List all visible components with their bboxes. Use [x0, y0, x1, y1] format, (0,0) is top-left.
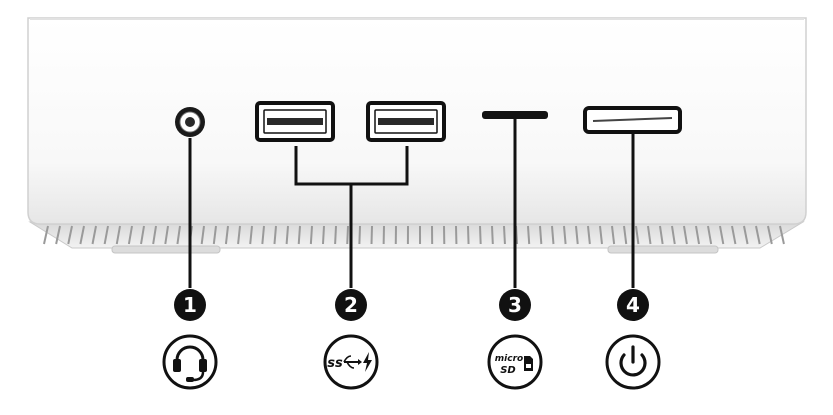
device-foot-right: [607, 245, 719, 254]
callout-4: 4: [605, 289, 661, 390]
vent-slot: [635, 225, 640, 245]
callout-number-3: 3: [508, 293, 522, 317]
power-icon: [605, 334, 661, 390]
vent-slot: [43, 225, 49, 245]
callout-1: 1: [162, 289, 218, 390]
vent-slot: [309, 225, 313, 245]
callout-number-4: 4: [626, 293, 640, 317]
vent-slot: [683, 225, 688, 245]
audio-jack-port: [175, 107, 205, 137]
usb-icon-text: ss: [327, 356, 343, 371]
vent-slot: [503, 225, 506, 245]
vent-slot: [479, 225, 482, 245]
headset-icon: [162, 334, 218, 390]
vent-slot: [346, 225, 349, 245]
vent-slot: [527, 225, 531, 245]
vent-slot: [67, 225, 73, 245]
vent-slot: [176, 225, 181, 245]
microsd-card-icon: micro SD: [487, 334, 543, 390]
callout-number-1: 1: [183, 293, 197, 317]
microsd-icon-text-bottom: SD: [500, 365, 516, 376]
vent-slot: [767, 225, 773, 245]
vent-slot: [599, 225, 603, 245]
callout-number-2: 2: [344, 293, 358, 317]
vent-slot: [212, 225, 217, 245]
vent-slot: [671, 225, 676, 245]
vent-slot: [91, 225, 97, 245]
usb-port-right: [366, 101, 446, 142]
vent-slot: [719, 225, 725, 245]
vent-slot: [55, 225, 61, 245]
device-vent-base: [28, 221, 805, 249]
vent-slot: [575, 225, 579, 245]
callout-badge-1: [174, 289, 206, 321]
vent-slots: [43, 225, 785, 245]
usb-superspeed-charging-icon: ss: [323, 334, 379, 390]
vent-slot: [743, 225, 749, 245]
vent-slot: [539, 225, 543, 245]
vent-slot: [779, 225, 785, 245]
vent-slot: [261, 225, 265, 245]
vent-slot: [249, 225, 253, 245]
microsd-icon-text-top: micro: [495, 354, 523, 364]
vent-slot: [707, 225, 713, 245]
vent-slot: [237, 225, 241, 245]
callout-2: 2 ss: [323, 289, 379, 390]
vent-slot: [140, 225, 145, 245]
vent-slot: [297, 225, 301, 245]
vent-slot: [563, 225, 567, 245]
callout-badge-3: [499, 289, 531, 321]
vent-slot: [152, 225, 157, 245]
callout-3: 3 micro SD: [487, 289, 543, 390]
vent-slot: [731, 225, 737, 245]
vent-slot: [587, 225, 591, 245]
vent-slot: [659, 225, 664, 245]
power-button: [583, 106, 682, 134]
callout-badge-2: [335, 289, 367, 321]
vent-slot: [200, 225, 205, 245]
vent-slot: [358, 225, 361, 245]
vent-slot: [647, 225, 652, 245]
vent-slot: [623, 225, 628, 245]
vent-slot: [103, 225, 109, 245]
device-foot-left: [111, 245, 221, 254]
vent-slot: [127, 225, 133, 245]
usb-port-left: [255, 101, 335, 142]
vent-slot: [285, 225, 289, 245]
vent-slot: [321, 225, 325, 245]
vent-slot: [755, 225, 761, 245]
microsd-slot: [482, 111, 548, 119]
vent-slot: [611, 225, 616, 245]
vent-slot: [334, 225, 337, 245]
callout-badge-4: [617, 289, 649, 321]
vent-slot: [695, 225, 701, 245]
vent-slot: [491, 225, 494, 245]
leader-lines: [188, 119, 635, 288]
vent-slot: [273, 225, 277, 245]
vent-slot: [115, 225, 121, 245]
vent-slot: [467, 225, 470, 245]
vent-slot: [79, 225, 85, 245]
vent-slot: [551, 225, 555, 245]
vent-slot: [164, 225, 169, 245]
vent-slot: [224, 225, 229, 245]
